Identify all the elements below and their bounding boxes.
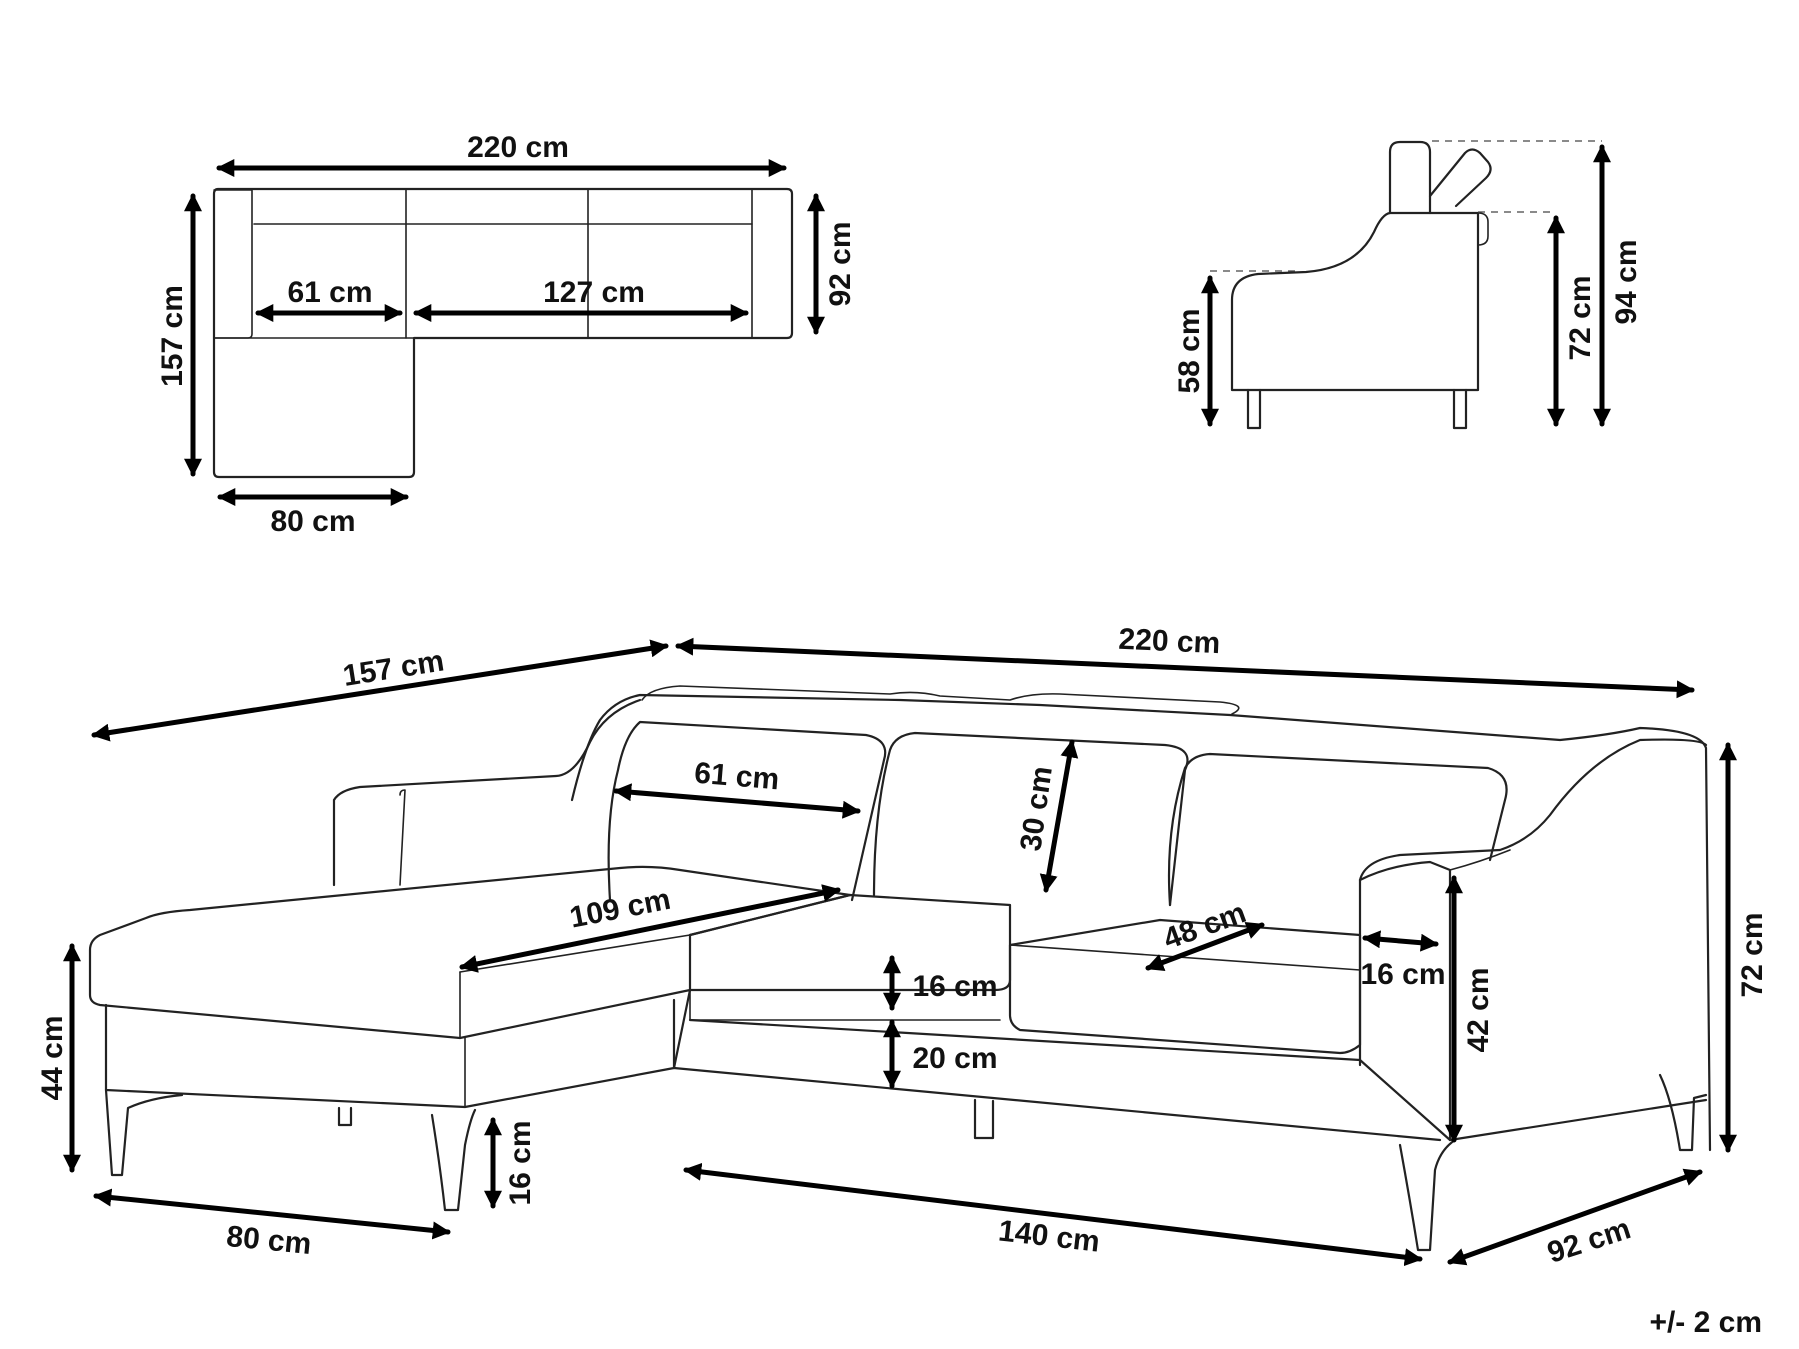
main-back-cushion-arrow <box>613 783 861 819</box>
side-back-height-label: 72 cm <box>1564 275 1597 360</box>
top-depth-label: 157 cm <box>156 285 189 387</box>
main-armrest-label: 16 cm <box>1360 958 1445 991</box>
main-width-arrow <box>675 637 1695 699</box>
side-headrest-height-label: 94 cm <box>1610 239 1643 324</box>
main-depth-arrow <box>91 639 669 742</box>
top-view-sofa-outline <box>212 187 794 479</box>
main-leg-height-label: 16 cm <box>504 1120 537 1205</box>
main-sofa-depth-arrow <box>1447 1168 1703 1266</box>
side-view-sofa-outline <box>1230 140 1492 430</box>
main-sofa-length-label: 140 cm <box>997 1214 1102 1258</box>
main-cushion-thickness-label: 16 cm <box>912 970 997 1003</box>
main-back-height-label: 30 cm <box>1014 764 1059 853</box>
top-sofa-depth-label: 92 cm <box>824 221 857 306</box>
main-width-label: 220 cm <box>1118 623 1221 660</box>
tolerance-note: +/- 2 cm <box>1649 1306 1762 1339</box>
top-chaise-seat-label: 61 cm <box>287 276 372 309</box>
main-chaise-width-arrow <box>93 1188 451 1240</box>
side-view: 58 cm 72 cm 94 cm <box>1173 140 1643 430</box>
main-chaise-seat-arrow <box>459 884 841 973</box>
top-width-label: 220 cm <box>467 131 569 164</box>
main-sofa-length-arrow <box>683 1162 1423 1267</box>
main-back-cushion-label: 61 cm <box>693 757 780 797</box>
top-view: 220 cm 157 cm 80 cm 61 cm 127 cm 92 cm <box>156 131 857 538</box>
main-base-height-label: 20 cm <box>912 1042 997 1075</box>
top-sofa-seat-label: 127 cm <box>543 276 645 309</box>
main-arm-height-label: 42 cm <box>1462 967 1495 1052</box>
main-depth-label: 157 cm <box>341 644 447 693</box>
main-armrest-arrow <box>1362 930 1439 952</box>
main-view: 157 cm 220 cm 61 cm 30 cm 109 cm 48 cm 1… <box>36 623 1769 1270</box>
main-total-height-label: 72 cm <box>1736 912 1769 997</box>
top-chaise-width-label: 80 cm <box>270 505 355 538</box>
side-seat-height-label: 58 cm <box>1173 308 1206 393</box>
main-seat-depth-arrow <box>1145 921 1265 972</box>
main-seat-height-label: 44 cm <box>36 1015 69 1100</box>
main-back-height-arrow <box>1039 739 1079 893</box>
main-chaise-width-label: 80 cm <box>225 1220 313 1261</box>
